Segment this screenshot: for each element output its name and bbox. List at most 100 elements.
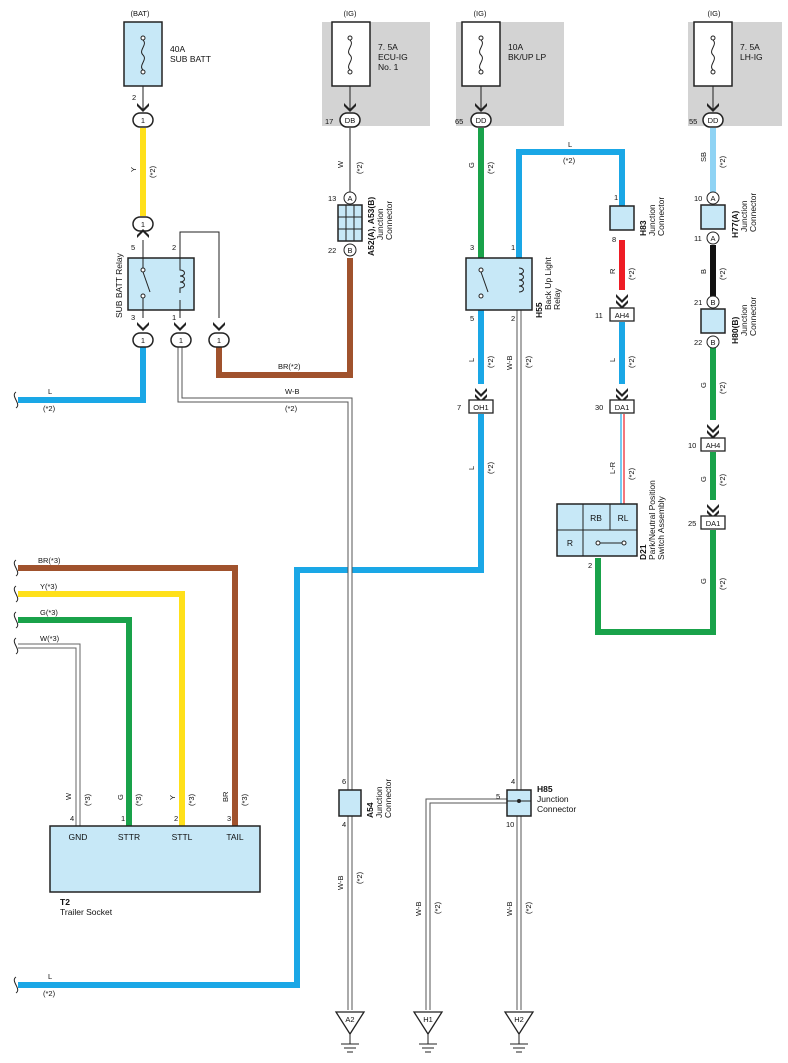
wire-wb-group [177, 310, 625, 1010]
fuse-source-bat: (BAT) [130, 9, 150, 18]
svg-text:(*2): (*2) [285, 404, 298, 413]
svg-text:Junction: Junction [647, 204, 657, 236]
svg-text:D21: D21 [638, 544, 648, 560]
svg-text:Connector: Connector [748, 297, 758, 336]
svg-text:(*2): (*2) [718, 381, 727, 394]
fuse-source-ig: (IG) [474, 9, 487, 18]
svg-text:L: L [467, 466, 476, 470]
svg-text:2: 2 [174, 814, 178, 823]
svg-text:G: G [699, 382, 708, 388]
svg-text:Y: Y [168, 795, 177, 800]
svg-text:2: 2 [511, 314, 515, 323]
svg-text:L: L [48, 387, 52, 396]
svg-text:(*2): (*2) [355, 161, 364, 174]
svg-text:1: 1 [121, 814, 125, 823]
sub-batt-relay: 5 3 2 1 SUB BATT Relay [114, 231, 220, 322]
svg-text:A2: A2 [345, 1015, 354, 1024]
junction-a54: 6 4 A54 Junction Connector [338, 777, 393, 829]
svg-text:G: G [699, 476, 708, 482]
fuse-icon [141, 39, 145, 71]
svg-text:22: 22 [328, 246, 336, 255]
svg-text:(*2): (*2) [627, 355, 636, 368]
fuse-ecu-ig: (IG) 7. 5A ECU-IG No. 1 [322, 9, 430, 126]
svg-text:Connector: Connector [748, 193, 758, 232]
svg-text:4: 4 [70, 814, 74, 823]
svg-text:5: 5 [470, 314, 474, 323]
svg-text:3: 3 [470, 243, 474, 252]
svg-text:DA1: DA1 [615, 403, 630, 412]
svg-text:G: G [116, 794, 125, 800]
pin-number: 17 [325, 117, 333, 126]
fuse-name: ECU-IG [378, 52, 408, 62]
svg-text:(*2): (*2) [627, 267, 636, 280]
svg-text:(*2): (*2) [718, 155, 727, 168]
svg-text:T2: T2 [60, 897, 70, 907]
svg-text:3: 3 [227, 814, 231, 823]
svg-text:21: 21 [694, 298, 702, 307]
svg-text:SB: SB [699, 152, 708, 162]
svg-text:H2: H2 [514, 1015, 524, 1024]
svg-text:R: R [567, 538, 573, 548]
svg-text:30: 30 [595, 403, 603, 412]
ground-h2: H2 [503, 1011, 535, 1053]
svg-text:B: B [699, 269, 708, 274]
svg-text:8: 8 [612, 235, 616, 244]
svg-text:RL: RL [618, 513, 629, 523]
fuse-box [123, 21, 163, 87]
svg-text:(*2): (*2) [718, 267, 727, 280]
svg-text:7: 7 [457, 403, 461, 412]
svg-text:G: G [699, 578, 708, 584]
ground-a2: A2 [334, 1011, 366, 1053]
svg-text:(*3): (*3) [187, 793, 196, 806]
svg-text:(*2): (*2) [563, 156, 576, 165]
svg-text:10: 10 [694, 194, 702, 203]
svg-text:A: A [710, 194, 715, 203]
svg-text:(*2): (*2) [148, 165, 157, 178]
svg-text:L-R: L-R [608, 461, 617, 474]
svg-text:(*2): (*2) [355, 871, 364, 884]
svg-text:Park/Neutral Position: Park/Neutral Position [647, 480, 657, 560]
svg-text:1: 1 [141, 220, 145, 229]
svg-text:TAIL: TAIL [226, 832, 244, 842]
fuse-box [693, 21, 733, 87]
chevron-up-icon [137, 229, 149, 238]
svg-text:DA1: DA1 [706, 519, 721, 528]
svg-text:(*2): (*2) [524, 355, 533, 368]
pin-number: 2 [132, 93, 136, 102]
svg-text:AH4: AH4 [615, 311, 630, 320]
fuse-bk-up-lp: (IG) 10A BK/UP LP [456, 9, 564, 126]
svg-text:(*3): (*3) [240, 793, 249, 806]
svg-text:L: L [48, 972, 52, 981]
svg-text:2: 2 [172, 243, 176, 252]
svg-text:(*2): (*2) [433, 901, 442, 914]
svg-text:G(*3): G(*3) [40, 608, 58, 617]
svg-text:B: B [347, 246, 352, 255]
svg-text:22: 22 [694, 338, 702, 347]
svg-text:13: 13 [328, 194, 336, 203]
svg-text:Junction: Junction [375, 208, 385, 240]
svg-text:1: 1 [217, 336, 221, 345]
fuse-name: SUB BATT [170, 54, 211, 64]
svg-text:DD: DD [476, 116, 487, 125]
fuse-box [331, 21, 371, 87]
svg-text:A54: A54 [365, 802, 375, 818]
pin-number: 55 [689, 117, 697, 126]
svg-text:1: 1 [179, 336, 183, 345]
svg-text:(*2): (*2) [486, 355, 495, 368]
svg-text:Trailer Socket: Trailer Socket [60, 907, 113, 917]
fuse-rating: 10A [508, 42, 523, 52]
svg-text:AH4: AH4 [706, 441, 721, 450]
svg-text:1: 1 [141, 116, 145, 125]
svg-text:(*2): (*2) [718, 577, 727, 590]
svg-text:Junction: Junction [739, 304, 749, 336]
svg-text:Y(*3): Y(*3) [40, 582, 58, 591]
svg-text:(*2): (*2) [524, 901, 533, 914]
svg-text:Y: Y [129, 167, 138, 172]
svg-text:L: L [568, 140, 572, 149]
svg-text:11: 11 [595, 311, 603, 320]
svg-text:BR(*3): BR(*3) [38, 556, 61, 565]
svg-text:STTR: STTR [118, 832, 140, 842]
svg-text:STTL: STTL [172, 832, 193, 842]
svg-text:1: 1 [511, 243, 515, 252]
svg-text:(*2): (*2) [43, 404, 56, 413]
